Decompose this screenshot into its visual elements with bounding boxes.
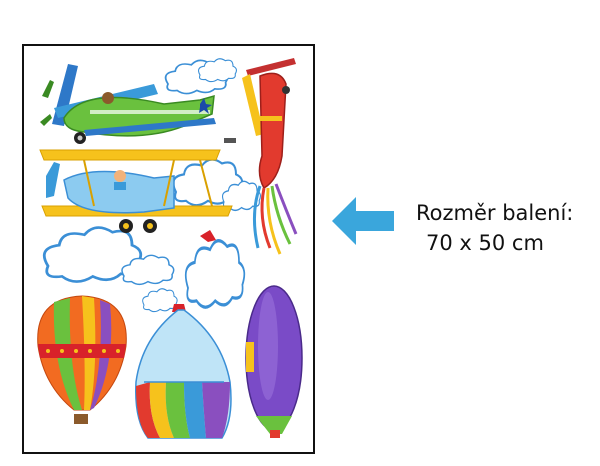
package-size-value: 70 x 50 cm xyxy=(426,231,544,255)
package-size-label: Rozměr balení: xyxy=(416,201,574,225)
left-arrow-icon xyxy=(332,197,394,245)
rainbow-hot-air-balloon-icon xyxy=(135,304,232,439)
cloud-icon xyxy=(184,239,246,309)
red-propeller-plane-icon xyxy=(200,58,298,255)
purple-blimp-icon xyxy=(245,285,303,438)
yellow-biplane-icon xyxy=(39,149,233,233)
striped-hot-air-balloon-icon xyxy=(37,295,127,424)
cloud-icon xyxy=(142,288,178,313)
wall-sticker-sheet xyxy=(22,44,315,454)
sticker-artwork xyxy=(37,58,303,439)
package-size-info: Rozměr balení: 70 x 50 cm xyxy=(416,198,573,258)
green-biplane-icon xyxy=(40,64,236,144)
